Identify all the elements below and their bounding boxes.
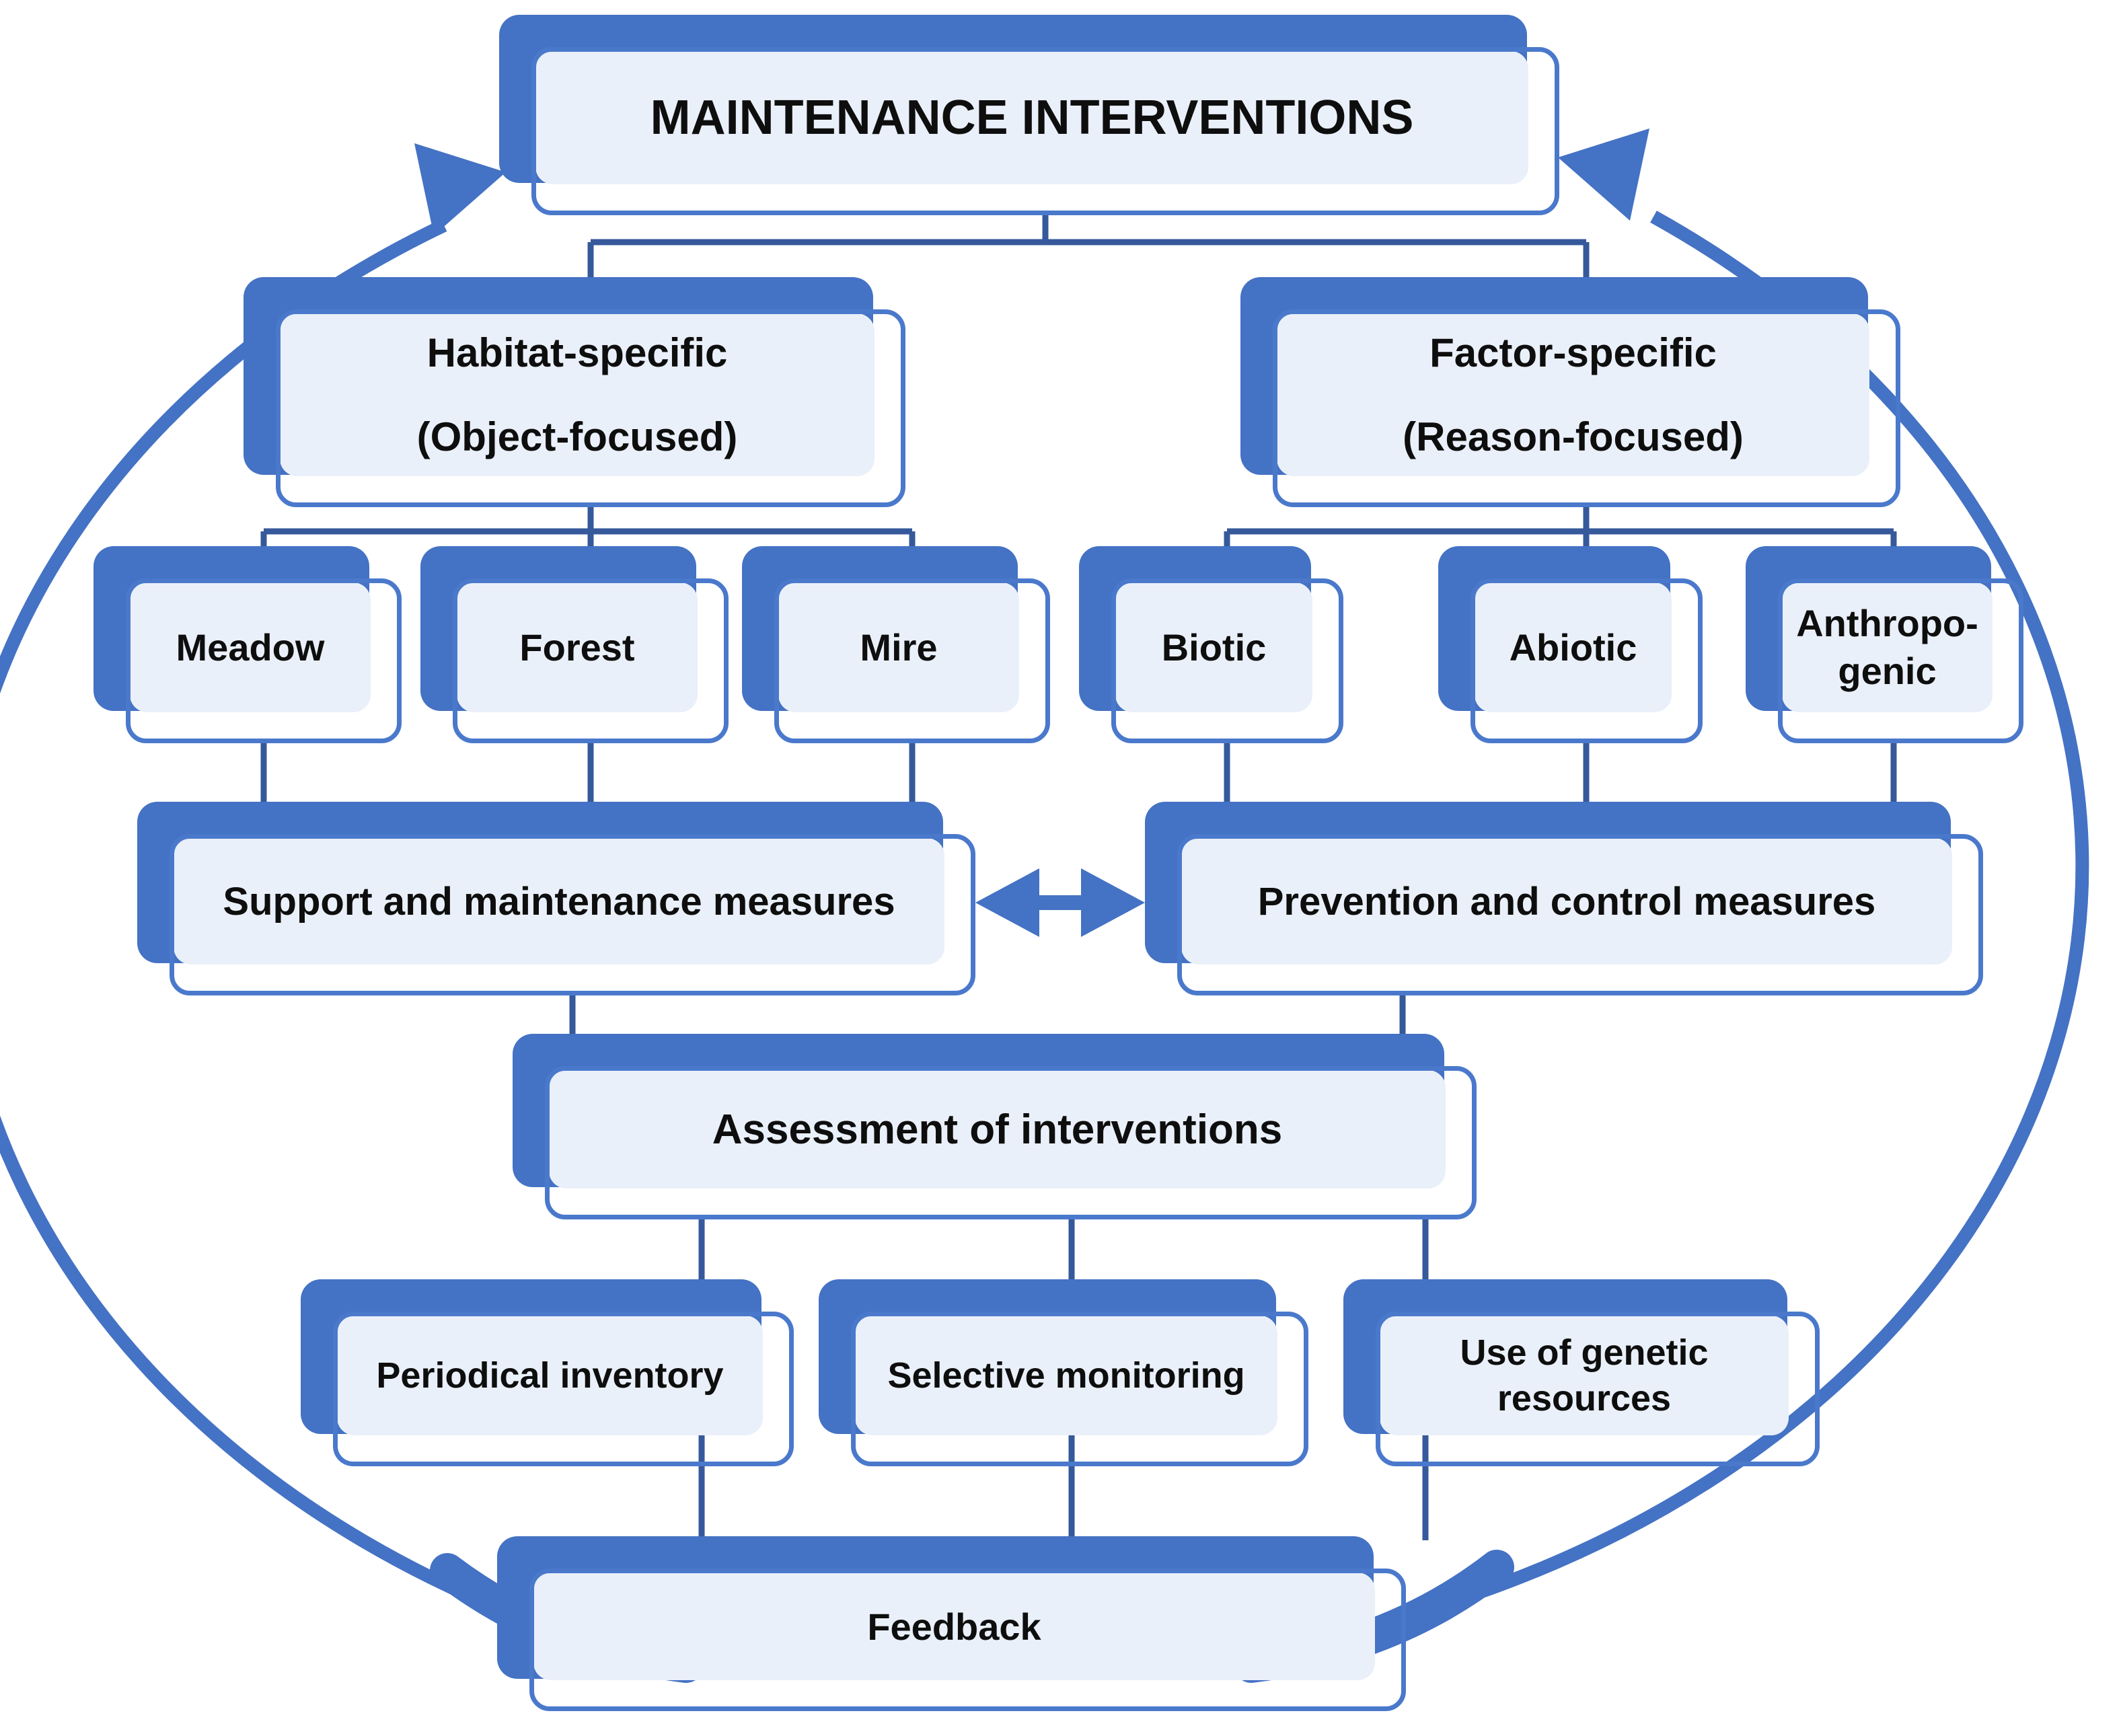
forest-label: Forest (519, 626, 635, 669)
habitat-specific-line1: Habitat-specific (426, 330, 728, 375)
feedback-loop-right-arc (1230, 211, 2089, 1658)
assessment-label: Assessment of interventions (712, 1106, 1283, 1153)
node-panel (1181, 838, 1952, 965)
meadow-label: Meadow (176, 626, 325, 669)
node-selective-monitoring: Selective monitoring (819, 1279, 1308, 1466)
node-use-of-genetic-resources: Use of genetic resources (1343, 1279, 1820, 1466)
node-panel (1115, 582, 1312, 712)
double-arrow-left-head-icon (975, 868, 1039, 937)
prevention-measures-label: Prevention and control measures (1257, 879, 1876, 923)
node-periodical-inventory: Periodical inventory (301, 1279, 794, 1466)
anthropogenic-label: Anthropo- genic (1782, 582, 1993, 712)
node-outline (531, 47, 1559, 215)
node-panel (1380, 1316, 1789, 1435)
loop-arrowhead-left-icon (414, 143, 506, 235)
connector-root-to-branches (587, 215, 1590, 289)
node-meadow: Meadow (94, 546, 402, 743)
node-panel (1475, 582, 1672, 712)
node-outline (276, 309, 905, 507)
loop-arrowhead-right-icon (1558, 128, 1649, 221)
abiotic-label: Abiotic (1509, 626, 1637, 669)
node-maintenance-interventions: MAINTENANCE INTERVENTIONS (499, 15, 1559, 215)
node-forest: Forest (420, 546, 729, 743)
node-panel (280, 313, 875, 476)
node-feedback: Feedback (497, 1536, 1406, 1711)
node-panel (549, 1070, 1446, 1188)
node-mire: Mire (742, 546, 1050, 743)
habitat-specific-label: Habitat-specific (Object-focused) (280, 313, 875, 476)
node-panel (533, 1573, 1375, 1680)
selective-monitoring-label: Selective monitoring (887, 1355, 1245, 1396)
node-panel (778, 582, 1019, 712)
node-biotic: Biotic (1079, 546, 1343, 743)
node-outline (851, 1312, 1308, 1466)
node-panel (1782, 582, 1993, 712)
node-outline (333, 1312, 794, 1466)
anthropogenic-line1: Anthropo- (1796, 602, 1978, 645)
node-outline (1471, 578, 1703, 743)
node-outline (529, 1569, 1406, 1711)
node-panel (1277, 313, 1869, 476)
node-support-measures: Support and maintenance measures (137, 802, 975, 995)
double-arrow-right-head-icon (1081, 868, 1145, 937)
maintenance-interventions-label: MAINTENANCE INTERVENTIONS (650, 91, 1414, 145)
habitat-specific-line2: (Object-focused) (416, 414, 738, 459)
feedback-label: Feedback (867, 1605, 1041, 1648)
genetic-line2: resources (1497, 1378, 1672, 1419)
node-panel (535, 51, 1528, 184)
periodical-inventory-label: Periodical inventory (376, 1355, 724, 1396)
node-outline (1376, 1312, 1820, 1466)
node-outline (1778, 578, 2023, 743)
node-outline (774, 578, 1050, 743)
node-outline (170, 834, 975, 995)
factor-specific-label: Factor-specific (Reason-focused) (1277, 313, 1869, 476)
mire-label: Mire (860, 626, 938, 669)
node-panel (337, 1316, 763, 1435)
anthropogenic-line2: genic (1838, 649, 1937, 692)
node-panel (174, 838, 944, 965)
node-anthropogenic: Anthropo- genic (1746, 546, 2023, 743)
factor-specific-line1: Factor-specific (1429, 330, 1717, 375)
node-assessment: Assessment of interventions (513, 1034, 1477, 1219)
genetic-line1: Use of genetic (1460, 1332, 1709, 1373)
node-panel (855, 1316, 1277, 1435)
node-outline (1111, 578, 1343, 743)
support-measures-label: Support and maintenance measures (223, 879, 895, 923)
node-outline (1177, 834, 1983, 995)
node-factor-specific: Factor-specific (Reason-focused) (1240, 277, 1900, 507)
node-outline (453, 578, 729, 743)
node-outline (1273, 309, 1900, 507)
biotic-label: Biotic (1161, 626, 1267, 669)
node-abiotic: Abiotic (1438, 546, 1703, 743)
node-panel (130, 582, 371, 712)
node-outline (126, 578, 402, 743)
node-panel (457, 582, 698, 712)
factor-specific-line2: (Reason-focused) (1403, 414, 1744, 459)
node-prevention-measures: Prevention and control measures (1145, 802, 1983, 995)
node-outline (545, 1066, 1477, 1219)
node-habitat-specific: Habitat-specific (Object-focused) (244, 277, 905, 507)
use-of-genetic-resources-label: Use of genetic resources (1380, 1316, 1789, 1435)
feedback-loop-left-arc (0, 219, 607, 1653)
